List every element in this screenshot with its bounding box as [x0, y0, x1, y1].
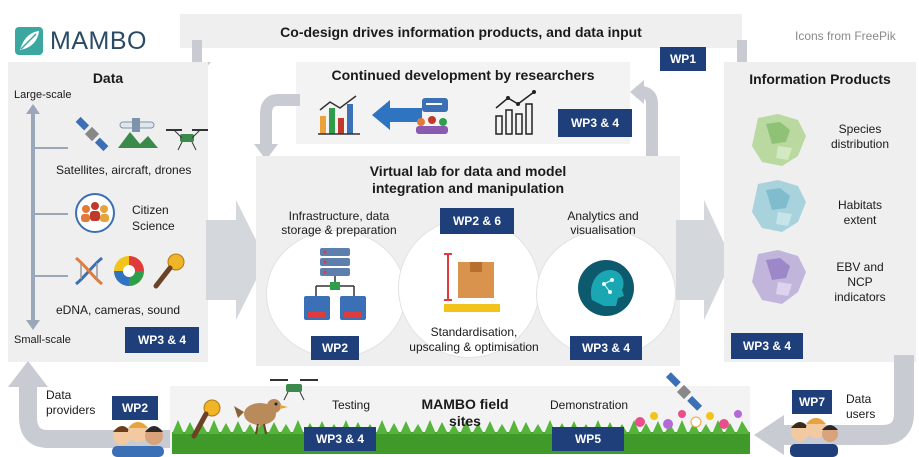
data-item-remote-sensing: Satellites, aircraft, drones — [56, 163, 192, 177]
infrastructure-label-2: storage & preparation — [281, 223, 397, 237]
providers-badge: WP2 — [112, 396, 158, 420]
icon-credit: Icons from FreePik — [795, 29, 896, 43]
info-products-title: Information Products — [749, 71, 891, 87]
data-item-citizen-science: Citizen Science — [132, 203, 175, 233]
line-chart-icon — [495, 90, 536, 135]
data-panel-badge: WP3 & 4 — [125, 327, 199, 353]
indicators-label-2: NCP — [847, 275, 873, 289]
indicators-label-3: indicators — [834, 290, 886, 304]
team-presentation-icon — [416, 98, 448, 134]
providers-label-1: Data — [46, 388, 72, 402]
standardisation-label-2: upscaling & optimisation — [409, 340, 539, 354]
measured-box-icon — [444, 253, 500, 312]
analytics-label-2: visualisation — [570, 223, 636, 237]
testing-label: Testing — [332, 398, 371, 412]
satellite-icon — [75, 116, 109, 152]
camera-aperture-icon — [114, 256, 144, 286]
microphone-icon — [153, 253, 185, 289]
data-to-lab-arrow — [206, 200, 266, 320]
field-sites-title-1: MAMBO field — [421, 396, 509, 412]
users-label-2: users — [846, 407, 876, 421]
users-badge: WP7 — [792, 390, 832, 414]
server-storage-icon — [304, 248, 366, 320]
aircraft-icon — [118, 118, 158, 148]
logo-text: MAMBO — [50, 27, 147, 55]
wp2-badge: WP2 — [311, 336, 359, 360]
data-panel-title: Data — [92, 70, 124, 86]
users-return-arrow — [754, 355, 914, 455]
researchers-badge: WP3 & 4 — [558, 109, 632, 137]
scale-top-label: Large-scale — [14, 89, 72, 101]
lab-to-researchers-arrow — [630, 80, 658, 160]
habitats-map-icon — [752, 180, 806, 232]
scale-arrow — [26, 104, 40, 330]
species-map-icon — [752, 114, 806, 166]
indicators-map-icon — [752, 250, 806, 304]
providers-label-2: providers — [46, 403, 96, 417]
drone-icon — [166, 129, 208, 151]
analytics-badge: WP3 & 4 — [570, 336, 642, 360]
users-people-icon — [790, 418, 838, 457]
providers-people-icon — [112, 422, 164, 457]
virtual-lab-title-2: integration and manipulation — [371, 180, 565, 196]
bar-chart-icon — [318, 95, 360, 135]
scale-bottom-label: Small-scale — [14, 334, 71, 346]
researchers-left-arrow — [372, 100, 422, 130]
users-label-1: Data — [846, 392, 872, 406]
field-satellite-icon — [665, 372, 703, 411]
infrastructure-label-1: Infrastructure, data — [288, 209, 390, 223]
top-banner-title: Co-design drives information products, a… — [280, 24, 642, 40]
field-microphone-icon — [191, 399, 221, 439]
ai-head-icon — [578, 260, 634, 316]
testing-badge: WP3 & 4 — [304, 427, 376, 451]
indicators-label-1: EBV and — [836, 260, 884, 274]
standardisation-label-1: Standardisation, — [430, 325, 518, 339]
dna-icon — [75, 256, 103, 286]
wp1-badge: WP1 — [660, 47, 706, 71]
species-label-2: distribution — [830, 137, 890, 151]
leaf-logo-icon — [15, 27, 43, 55]
field-sites-title-2: sites — [449, 413, 481, 429]
tick-lines — [34, 147, 68, 277]
flowers-icon — [635, 410, 742, 429]
habitats-label-1: Habitats — [837, 198, 883, 212]
citizen-science-icon — [75, 193, 115, 233]
demonstration-label: Demonstration — [550, 398, 629, 412]
bird-icon — [234, 399, 288, 435]
logo: MAMBO — [14, 26, 154, 56]
wp2-6-badge: WP2 & 6 — [440, 208, 514, 234]
analytics-label-1: Analytics and — [567, 209, 639, 223]
researchers-to-lab-arrow — [254, 94, 300, 160]
virtual-lab-title-1: Virtual lab for data and model — [369, 163, 567, 179]
data-item-edna: eDNA, cameras, sound — [56, 303, 181, 317]
demonstration-badge: WP5 — [552, 427, 624, 451]
researchers-title: Continued development by researchers — [331, 67, 595, 83]
habitats-label-2: extent — [843, 213, 877, 227]
lab-to-products-arrow — [676, 200, 732, 320]
field-drone-icon — [270, 379, 318, 401]
species-label-1: Species — [838, 122, 882, 136]
providers-arrow — [8, 361, 208, 448]
info-products-badge: WP3 & 4 — [731, 333, 803, 359]
top-banner — [180, 14, 742, 48]
